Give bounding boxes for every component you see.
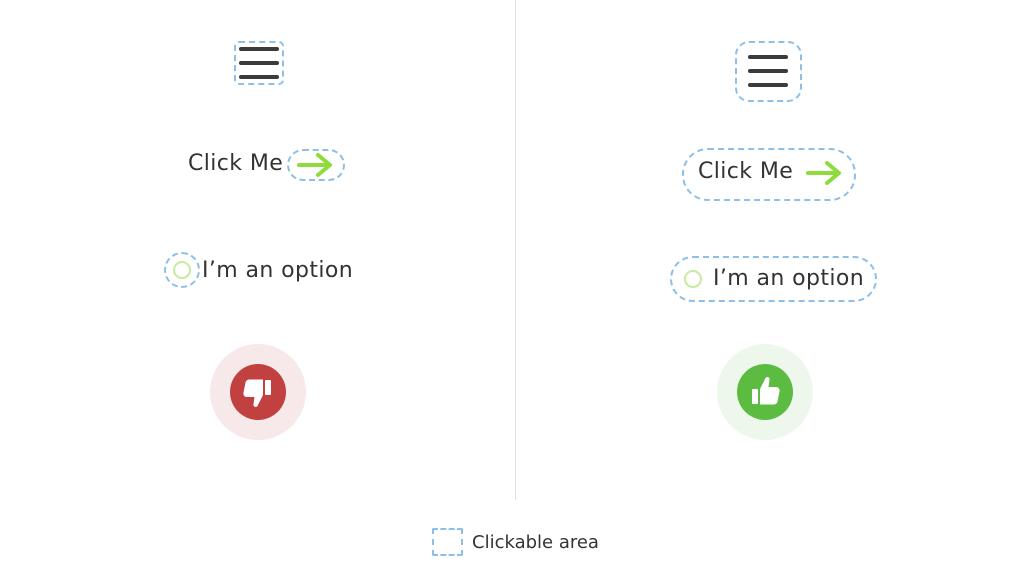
right-click-me-clickable-area[interactable]: [682, 148, 856, 201]
right-click-me-label: Click Me: [698, 159, 794, 184]
hamburger-icon[interactable]: [748, 55, 788, 89]
radio-button[interactable]: [173, 261, 191, 279]
arrow-right-icon: [806, 161, 841, 185]
right-option-label: I’m an option: [713, 266, 865, 291]
hamburger-icon[interactable]: [239, 47, 279, 81]
thumbs-up-icon[interactable]: [737, 364, 793, 420]
right-menu-clickable-area[interactable]: [735, 41, 802, 102]
left-arrow-clickable-area[interactable]: [287, 149, 345, 181]
arrow-right-icon[interactable]: [296, 152, 336, 178]
left-click-me-label: Click Me: [188, 151, 284, 176]
radio-button: [684, 270, 702, 288]
right-option-clickable-area[interactable]: [670, 256, 877, 302]
panel-divider: [515, 0, 516, 500]
left-menu-clickable-area[interactable]: [234, 41, 284, 85]
thumbs-down-icon[interactable]: [230, 364, 286, 420]
legend-swatch: [432, 528, 463, 556]
left-radio-clickable-area[interactable]: [164, 252, 200, 288]
legend-label: Clickable area: [472, 532, 599, 553]
left-option-label: I’m an option: [202, 258, 354, 283]
